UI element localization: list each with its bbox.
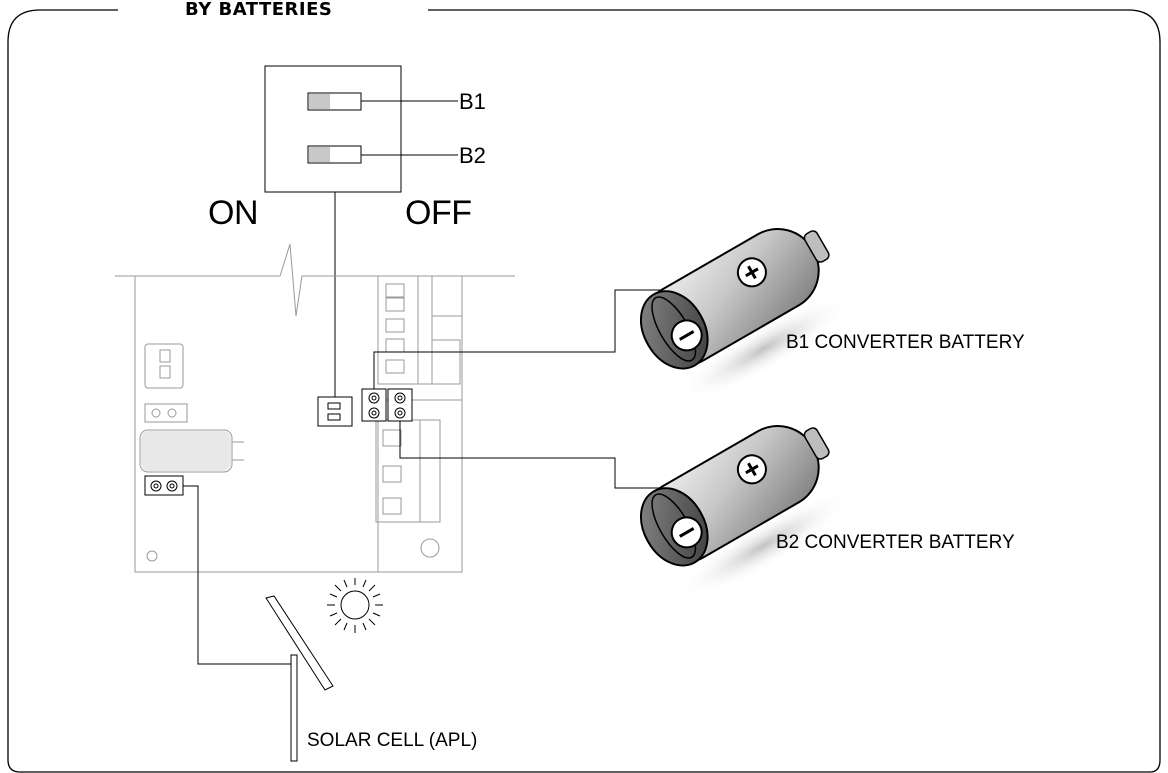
off-label: OFF (405, 194, 472, 232)
pcb-board (115, 243, 515, 573)
on-label: ON (208, 194, 259, 232)
battery-icon (639, 228, 851, 403)
solar-cell-label: SOLAR CELL (APL) (307, 730, 478, 751)
solar-terminal-block-icon (144, 475, 184, 496)
b2-wire (399, 421, 660, 489)
battery-icon (639, 425, 851, 600)
solar-panel-icon (265, 595, 334, 762)
dip-switch-icon (264, 65, 458, 397)
capacitor (141, 431, 231, 471)
frame-title: BY BATTERIES (185, 0, 333, 20)
solar-wire (183, 485, 294, 665)
switch-label-b2: B2 (459, 143, 486, 168)
sun-icon (327, 578, 383, 633)
board-dip-switch-icon (317, 396, 353, 427)
b1-wire (373, 289, 660, 389)
switch-label-b1: B1 (459, 89, 486, 114)
b1-battery-label: B1 CONVERTER BATTERY (786, 332, 1025, 353)
outer-frame (7, 9, 1161, 773)
terminal-block-icon (361, 388, 413, 422)
b2-battery-label: B2 CONVERTER BATTERY (776, 532, 1015, 553)
